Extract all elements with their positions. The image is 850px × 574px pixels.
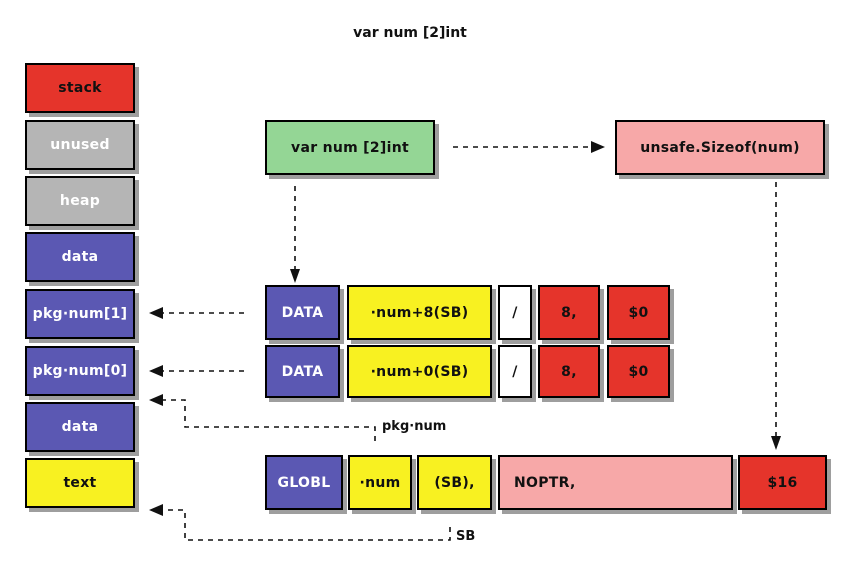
memory-segment-text: text	[25, 458, 135, 508]
memory-segment-data: data	[25, 232, 135, 282]
arrow-pkg-num-base-icon	[149, 394, 376, 441]
data-directive-cell-1: DATA	[265, 285, 340, 340]
diagram-title: var num [2]int	[353, 25, 467, 41]
globl-symbol-cell: ·num	[348, 455, 412, 510]
globl-flags-cell: NOPTR,	[498, 455, 733, 510]
unsafe-sizeof-box: unsafe.Sizeof(num)	[615, 120, 825, 175]
sb-label: SB	[456, 529, 476, 544]
pkg-num-label: pkg·num	[382, 419, 447, 434]
globl-size-cell: $16	[738, 455, 827, 510]
separator-cell-1: /	[498, 285, 532, 340]
memory-segment-stack: stack	[25, 63, 135, 113]
value-cell-2: $0	[607, 345, 670, 398]
arrow-declaration-to-data-icon	[290, 186, 300, 283]
separator-cell-2: /	[498, 345, 532, 398]
memory-segment-pkg-num-0: pkg·num[0]	[25, 346, 135, 396]
memory-segment-heap: heap	[25, 176, 135, 226]
arrow-sizeof-to-size-icon	[771, 182, 781, 450]
globl-directive-cell: GLOBL	[265, 455, 343, 510]
value-cell-1: $0	[607, 285, 670, 340]
data-directive-cell-2: DATA	[265, 345, 340, 398]
size-cell-1: 8,	[538, 285, 600, 340]
size-cell-2: 8,	[538, 345, 600, 398]
arrow-data1-to-segment-icon	[149, 307, 244, 319]
memory-segment-unused: unused	[25, 120, 135, 170]
memory-segment-pkg-num-1: pkg·num[1]	[25, 289, 135, 339]
symbol-address-cell-1: ·num+8(SB)	[347, 285, 492, 340]
symbol-address-cell-2: ·num+0(SB)	[347, 345, 492, 398]
arrow-data2-to-segment-icon	[149, 365, 244, 377]
var-declaration-box: var num [2]int	[265, 120, 435, 175]
globl-sb-cell: (SB),	[417, 455, 492, 510]
memory-segment-data-2: data	[25, 402, 135, 452]
arrow-declaration-to-sizeof-icon	[453, 141, 605, 153]
